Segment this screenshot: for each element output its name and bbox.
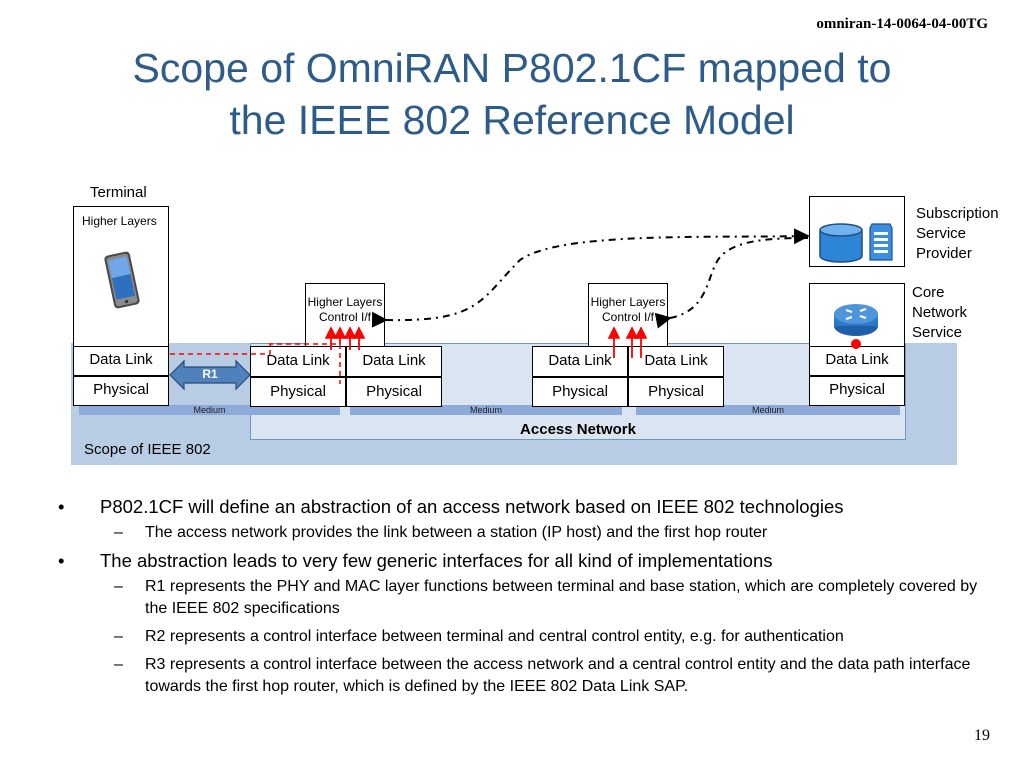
medium-label-1: Medium [193, 405, 226, 415]
doc-id: omniran-14-0064-04-00TG [816, 16, 988, 32]
bullet-1-sub-1-text: The access network provides the link bet… [145, 524, 768, 541]
bullet-2-sub-3-text: R3 represents a control interface betwee… [145, 656, 971, 695]
terminal-higher-layers: Higher Layers [82, 214, 157, 228]
bullet-2-text: The abstraction leads to very few generi… [100, 550, 773, 571]
r1-label: R1 [202, 367, 218, 381]
bs1-datalink-left: Data Link [250, 346, 346, 377]
bs1-datalink-right: Data Link [346, 346, 442, 377]
reference-model-diagram: Medium Medium Medium Access Network Scop… [71, 184, 999, 465]
sub-mark: – [114, 578, 123, 595]
title-line-1: Scope of OmniRAN P802.1CF mapped to [132, 45, 892, 91]
bs1-physical-right: Physical [346, 377, 442, 407]
r2-red-dashed-line [170, 343, 341, 384]
bullet-mark: • [58, 550, 65, 571]
medium-bar-2 [350, 405, 622, 415]
core-physical: Physical [809, 376, 905, 406]
bs2-physical-left: Physical [532, 377, 628, 407]
subscription-line-1: Subscription [916, 205, 999, 222]
bs1-control-if-label: Control I/f [318, 310, 372, 324]
page-number: 19 [974, 727, 990, 744]
access-network-label: Access Network [520, 421, 636, 438]
bullet-1-sub-1: – The access network provides the link b… [58, 522, 978, 544]
bullet-2-sub-2-text: R2 represents a control interface betwee… [145, 628, 844, 645]
bullet-list: • P802.1CF will define an abstraction of… [58, 496, 978, 704]
smartphone-icon [104, 251, 140, 309]
bs1-physical-left: Physical [250, 377, 346, 407]
terminal-datalink: Data Link [73, 346, 169, 376]
bullet-2-sub-1: – R1 represents the PHY and MAC layer fu… [58, 576, 978, 620]
core-network-red-dot [851, 339, 861, 349]
connection-lines [170, 228, 861, 384]
bullet-2: • The abstraction leads to very few gene… [58, 550, 978, 572]
subscription-line-3: Provider [916, 245, 972, 262]
core-network-line-3: Service [912, 324, 963, 341]
medium-label-2: Medium [469, 405, 502, 415]
title-line-2: the IEEE 802 Reference Model [229, 97, 795, 143]
r1-interface-arrow [169, 359, 251, 391]
core-datalink: Data Link [809, 346, 905, 376]
sub-mark: – [114, 524, 123, 541]
bs1-higher-layers-label: Higher Layers [307, 295, 383, 309]
terminal-physical: Physical [73, 376, 169, 406]
r2-terminal-to-provider [371, 228, 810, 328]
router-icon [834, 304, 878, 336]
bullet-1: • P802.1CF will define an abstraction of… [58, 496, 978, 518]
medium-label-3: Medium [751, 405, 784, 415]
sub-mark: – [114, 656, 123, 673]
bs2-physical-right: Physical [628, 377, 724, 407]
sub-mark: – [114, 628, 123, 645]
core-network-line-1: Core [912, 284, 945, 301]
terminal-label: Terminal [90, 184, 147, 201]
core-network-label: Core Network Service [912, 283, 967, 343]
medium-bar-1 [79, 405, 340, 415]
core-network-line-2: Network [912, 304, 968, 321]
subscription-line-2: Service [916, 225, 967, 242]
bullet-1-text: P802.1CF will define an abstraction of a… [100, 496, 844, 517]
scope-ieee802-label: Scope of IEEE 802 [84, 441, 211, 458]
bs2-datalink-left: Data Link [532, 346, 628, 377]
bullet-2-sub-3: – R3 represents a control interface betw… [58, 654, 978, 698]
medium-bar-3 [636, 405, 900, 415]
subscription-label: Subscription Service Provider [916, 204, 999, 264]
server-icon [869, 223, 893, 261]
bullet-2-sub-1-text: R1 represents the PHY and MAC layer func… [145, 578, 978, 617]
bullet-mark: • [58, 496, 65, 517]
slide-title: Scope of OmniRAN P802.1CF mapped to the … [0, 42, 1024, 146]
r3-bs2-to-provider [654, 237, 809, 329]
database-icon [819, 223, 863, 263]
bullet-2-sub-2: – R2 represents a control interface betw… [58, 626, 978, 648]
bs2-datalink-right: Data Link [628, 346, 724, 377]
